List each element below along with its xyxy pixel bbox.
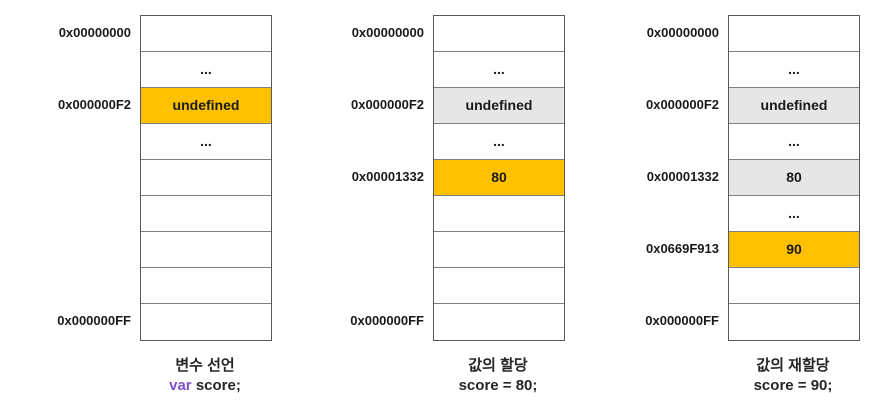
caption-block: 값의 할당 score = 80; [433,356,563,396]
memory-cell [141,196,271,232]
memory-cell: ... [141,52,271,88]
address-label [628,267,728,303]
code-text: score = 90; [753,377,833,394]
memory-cell [434,232,564,268]
memory-cell: ... [729,196,859,232]
address-label: 0x00000000 [58,25,131,40]
code-text: score; [191,377,241,394]
memory-diagram-assignment: 0x00000000 0x000000F2 0x00001332 0x000000FF… [333,15,565,405]
code-keyword: var [169,377,192,394]
address-label: 0x000000FF [57,313,131,328]
address-label [333,51,433,87]
caption: 값의 재할당 [756,357,830,374]
address-label-column: 0x00000000 0x000000F2 0x00001332 0x0669F913… [628,15,728,339]
address-label [333,123,433,159]
memory-cell [729,268,859,304]
memory-diagram-reassignment: 0x00000000 0x000000F2 0x00001332 0x0669F913… [628,15,860,405]
address-label: 0x00001332 [351,169,424,184]
memory-cell: 80 [434,160,564,196]
memory-cell: ... [729,52,859,88]
address-label [40,51,140,87]
address-label: 0x000000F2 [645,97,719,112]
memory-box: ...undefined...80...90 [728,15,860,341]
address-label: 0x00001332 [646,169,719,184]
address-label [628,195,728,231]
address-label [40,231,140,267]
memory-cell [141,16,271,52]
memory-diagram-declaration: 0x00000000 0x000000F2 0x000000FF ...undefi… [40,15,272,405]
address-label: 0x000000FF [350,313,424,328]
caption: 변수 선언 [175,357,235,374]
memory-cell: ... [141,124,271,160]
memory-cell: ... [729,124,859,160]
memory-cell: 90 [729,232,859,268]
address-label: 0x000000F2 [350,97,424,112]
memory-box: ...undefined...80 [433,15,565,341]
memory-box: ...undefined... [140,15,272,341]
address-label: 0x00000000 [646,25,719,40]
memory-cell: undefined [729,88,859,124]
address-label: 0x00000000 [351,25,424,40]
code-line: var score; [140,376,270,396]
address-label [628,51,728,87]
memory-cell [434,268,564,304]
memory-cell: undefined [434,88,564,124]
memory-cell: ... [434,124,564,160]
caption-block: 값의 재할당 score = 90; [728,356,858,396]
address-label [40,195,140,231]
address-label: 0x000000FF [645,313,719,328]
address-label [333,231,433,267]
memory-cell [141,268,271,304]
address-label: 0x000000F2 [57,97,131,112]
code-line: score = 90; [728,376,858,396]
caption-block: 변수 선언 var score; [140,356,270,396]
address-label [40,267,140,303]
memory-cell [729,304,859,340]
memory-cell [141,304,271,340]
memory-cell: 80 [729,160,859,196]
address-label [40,123,140,159]
address-label [628,123,728,159]
memory-cell [434,304,564,340]
memory-cell: undefined [141,88,271,124]
address-label-column: 0x00000000 0x000000F2 0x000000FF [40,15,140,339]
memory-cell [434,16,564,52]
address-label [333,195,433,231]
address-label [333,267,433,303]
memory-cell [729,16,859,52]
address-label-column: 0x00000000 0x000000F2 0x00001332 0x000000FF [333,15,433,339]
memory-cell [434,196,564,232]
caption: 값의 할당 [468,357,528,374]
address-label [40,159,140,195]
memory-cell: ... [434,52,564,88]
memory-cell [141,232,271,268]
address-label: 0x0669F913 [645,241,719,256]
code-line: score = 80; [433,376,563,396]
code-text: score = 80; [458,377,538,394]
memory-cell [141,160,271,196]
